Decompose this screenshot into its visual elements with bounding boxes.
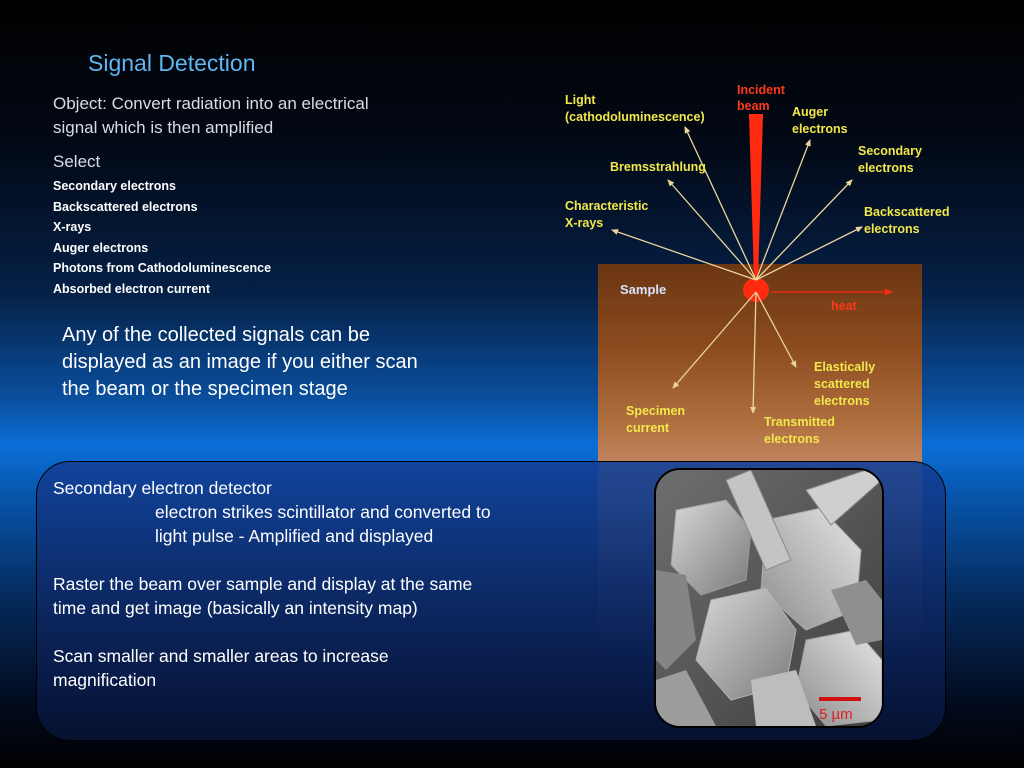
scan-line: Scan smaller and smaller areas to increa…: [53, 646, 389, 666]
elastic-label: Elastically scattered electrons: [814, 360, 879, 408]
collected-line: Any of the collected signals can be: [62, 324, 370, 346]
auger-arrow: [755, 139, 811, 281]
objective-line: signal which is then amplified: [53, 118, 274, 137]
detector-detail-line: electron strikes scintillator and conver…: [155, 502, 491, 522]
list-item: X-rays: [53, 220, 92, 234]
secondary-arrow: [755, 179, 853, 281]
detector-heading: Secondary electron detector: [53, 478, 272, 498]
light-label: Light (cathodoluminescence): [565, 93, 705, 124]
detector-detail-line: light pulse - Amplified and displayed: [155, 526, 434, 546]
specimen-current-label: Specimen current: [626, 404, 689, 435]
collected-signals-text: Any of the collected signals can be disp…: [62, 322, 482, 403]
characteristic-arrow: [611, 229, 757, 281]
sem-micrograph: [654, 468, 884, 728]
incident-beam: [749, 114, 763, 280]
incident-beam-label: Incident beam: [737, 83, 788, 113]
slide-title: Signal Detection: [88, 50, 256, 76]
bremsstrahlung-arrow: [667, 179, 757, 281]
spacer: [53, 620, 573, 644]
raster-line: Raster the beam over sample and display …: [53, 574, 473, 594]
collected-line: the beam or the specimen stage: [62, 378, 348, 400]
objective-text: Object: Convert radiation into an electr…: [53, 92, 453, 140]
elastic-arrow: [755, 291, 797, 368]
list-item: Photons from Cathodoluminescence: [53, 261, 272, 275]
heat-label: heat: [831, 299, 858, 313]
light-arrow: [684, 126, 757, 281]
specimen-current-arrow: [672, 291, 757, 389]
objective-line: Object: Convert radiation into an electr…: [53, 94, 369, 113]
backscattered-label: Backscattered electrons: [864, 205, 953, 236]
auger-label: Auger electrons: [792, 105, 848, 136]
interaction-volume: [743, 278, 769, 302]
list-item: Backscattered electrons: [53, 199, 198, 214]
list-item: Absorbed electron current: [53, 281, 210, 296]
characteristic-xrays-label: Characteristic X-rays: [565, 199, 652, 230]
scan-line: magnification: [53, 670, 157, 690]
backscattered-arrow: [755, 226, 863, 281]
signal-list: Secondary electrons Backscattered electr…: [53, 178, 271, 301]
transmitted-arrow: [750, 291, 757, 414]
collected-line: displayed as an image if you either scan: [62, 351, 418, 373]
list-item: Auger electrons: [53, 240, 149, 255]
sample-label: Sample: [620, 282, 666, 297]
raster-line: time and get image (basically an intensi…: [53, 598, 418, 618]
select-heading: Select: [53, 152, 101, 171]
spacer: [53, 548, 573, 572]
scale-bar: [819, 697, 861, 701]
detector-text: Secondary electron detector electron str…: [53, 476, 573, 692]
crystal-micrograph-image: [656, 470, 882, 726]
scale-label: 5 µm: [819, 706, 853, 723]
bremsstrahlung-label: Bremsstrahlung: [610, 160, 706, 174]
secondary-electrons-label: Secondary electrons: [858, 144, 925, 175]
transmitted-label: Transmitted electrons: [764, 415, 838, 446]
list-item: Secondary electrons: [53, 179, 176, 193]
electron-interaction-diagram: Incident beam Light (cathodoluminescence…: [565, 83, 953, 446]
